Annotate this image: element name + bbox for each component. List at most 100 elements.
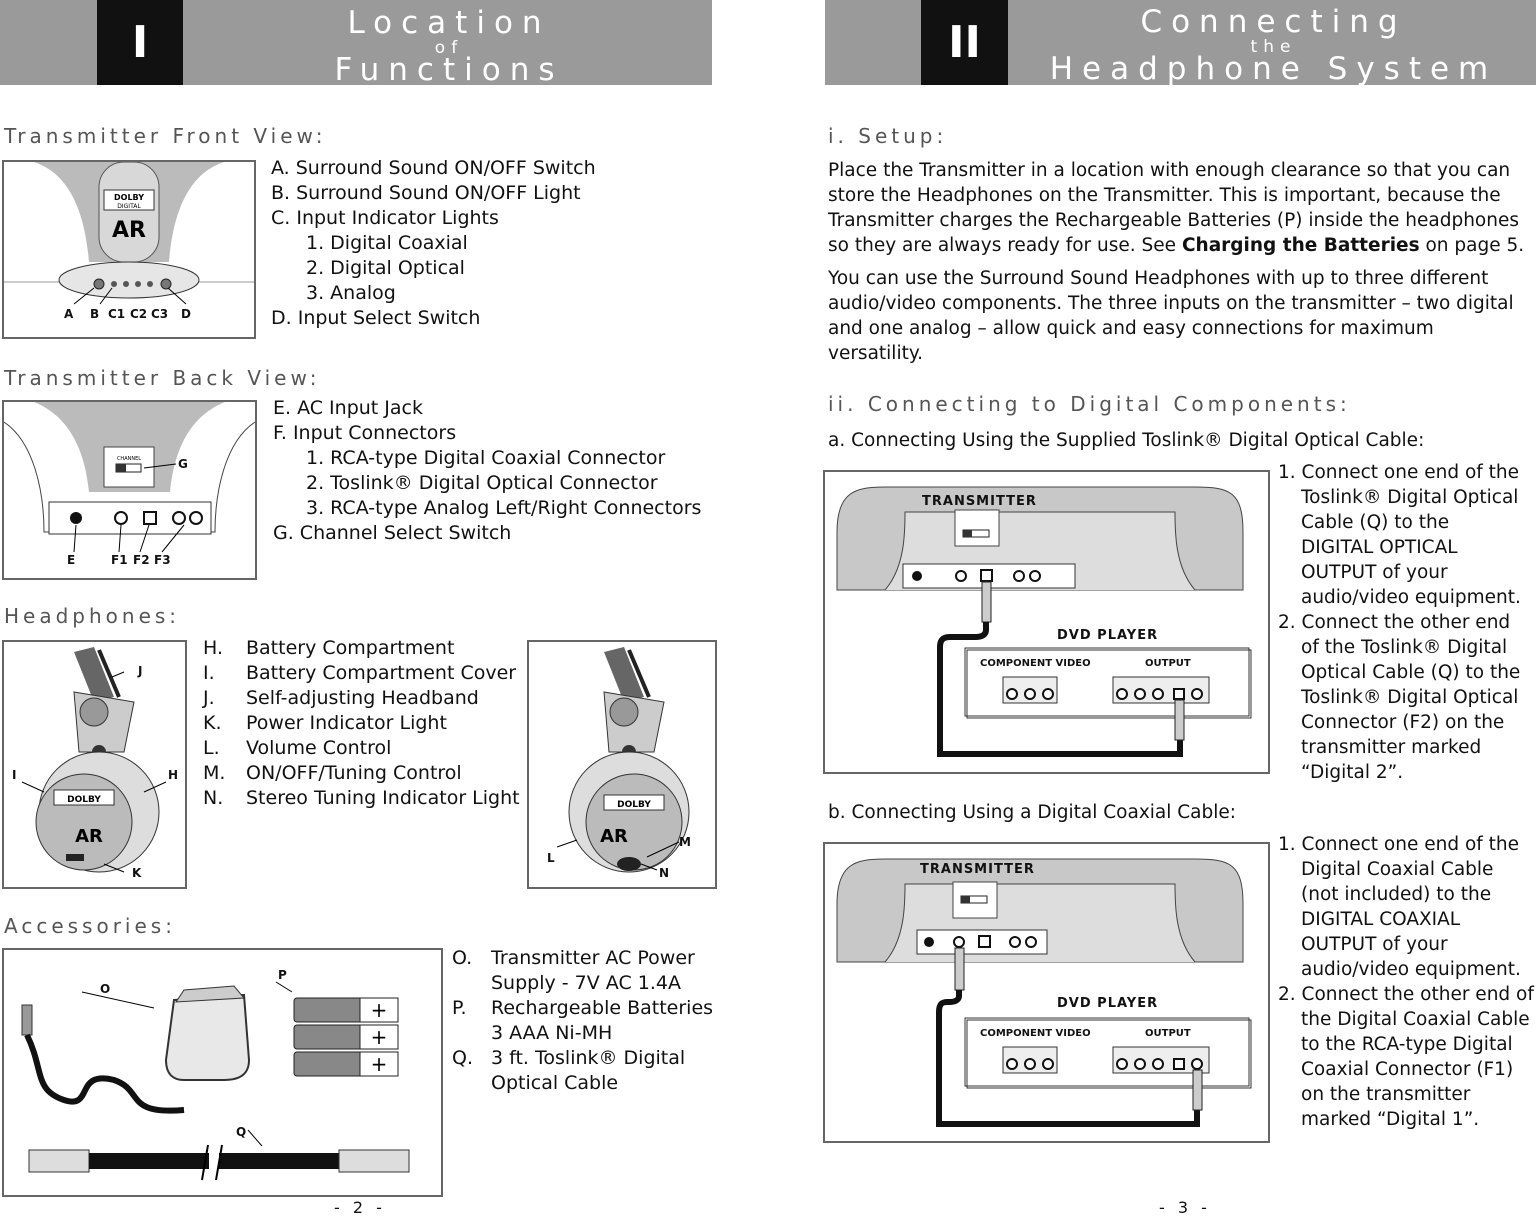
svg-text:AR: AR bbox=[600, 826, 628, 847]
left-page-title: Location of Functions bbox=[186, 8, 712, 86]
left-title-line1: Location bbox=[347, 5, 551, 41]
headphone-right-figure: DOLBY AR L M N bbox=[527, 640, 717, 889]
step-b-2-line3: to the RCA-type Digital bbox=[1301, 1034, 1513, 1055]
steps-b-list: 1. Connect one end of the Digital Coaxia… bbox=[1278, 832, 1534, 1132]
back-item-f: F. Input Connectors bbox=[273, 422, 457, 444]
step-a-2-line7: “Digital 2”. bbox=[1301, 762, 1404, 783]
back-label-f1: F1 bbox=[111, 553, 128, 567]
step-b-2-line6: marked “Digital 1”. bbox=[1301, 1109, 1480, 1130]
headphone-right-illustration: DOLBY AR bbox=[556, 647, 690, 873]
front-view-figure: DOLBY DIGITAL AR A B C1 C2 C3 D bbox=[2, 160, 256, 339]
accessories-heading: Accessories: bbox=[4, 914, 176, 938]
hp-text-i: Battery Compartment Cover bbox=[246, 662, 517, 684]
hp-label-j: J bbox=[138, 664, 143, 678]
step-a-2-line1: 2. Connect the other end bbox=[1278, 612, 1511, 633]
right-page-title: Connecting the Headphone System bbox=[1011, 7, 1536, 85]
optical-connection-diagram: TRANSMITTER DVD PLAYER COMPONENT VIDEO O… bbox=[823, 470, 1270, 774]
back-item-e: E. AC Input Jack bbox=[273, 397, 423, 419]
hp-letter-m: M. bbox=[203, 762, 226, 784]
setup-paragraph-2: You can use the Surround Sound Headphone… bbox=[828, 268, 1514, 364]
back-label-e: E bbox=[67, 553, 76, 567]
step-b-1-line3: (not included) to the bbox=[1301, 884, 1492, 905]
back-view-figure: CHANNEL E F1 F2 F3 G bbox=[2, 400, 257, 580]
front-item-c1: 1. Digital Coaxial bbox=[306, 232, 468, 254]
back-label-f2: F2 bbox=[133, 553, 150, 567]
svg-text:DOLBY: DOLBY bbox=[617, 800, 651, 810]
step-a-1-line1: 1. Connect one end of the bbox=[1278, 462, 1520, 483]
step-b-1-line4: DIGITAL COAXIAL bbox=[1301, 909, 1461, 930]
spacer bbox=[452, 1071, 491, 1096]
optical-diagram-illustration bbox=[836, 486, 1252, 757]
back-view-heading: Transmitter Back View: bbox=[4, 366, 321, 390]
right-title-line3: Headphone System bbox=[1049, 51, 1498, 87]
right-title-line2: the bbox=[1250, 37, 1297, 57]
front-label-c3: C3 bbox=[151, 307, 169, 321]
hp-label-m: M bbox=[679, 835, 691, 849]
step-a-1-line2: Toslink® Digital Optical bbox=[1301, 487, 1519, 508]
steps-a-list: 1. Connect one end of the Toslink® Digit… bbox=[1278, 460, 1521, 785]
hp-letter-l: L. bbox=[203, 737, 220, 759]
front-label-c1: C1 bbox=[108, 307, 126, 321]
optical-diagram-transmitter-label: TRANSMITTER bbox=[922, 494, 1037, 509]
hp-letter-k: K. bbox=[203, 712, 222, 734]
svg-text:AR: AR bbox=[112, 218, 146, 243]
setup-heading: i. Setup: bbox=[828, 124, 948, 148]
left-section-number: I bbox=[97, 0, 183, 85]
front-item-c: C. Input Indicator Lights bbox=[271, 207, 499, 229]
right-title-line1: Connecting bbox=[1140, 4, 1407, 40]
hp-letter-n: N. bbox=[203, 787, 224, 809]
step-b-1-line2: Digital Coaxial Cable bbox=[1301, 859, 1494, 880]
accessories-grid: O.Transmitter AC Power Supply - 7V AC 1.… bbox=[452, 946, 713, 1096]
front-item-a: A. Surround Sound ON/OFF Switch bbox=[271, 157, 596, 179]
acc-label-q: Q bbox=[236, 1125, 247, 1139]
svg-text:+: + bbox=[371, 998, 388, 1022]
step-b-2-line4: Coaxial Connector (F1) bbox=[1301, 1059, 1514, 1080]
headphones-list: H.Battery Compartment I.Battery Compartm… bbox=[203, 636, 520, 811]
acc-text-o1: Transmitter AC Power bbox=[491, 947, 695, 969]
acc-label-p: P bbox=[278, 968, 287, 982]
step-a-1-line3: Cable (Q) to the bbox=[1301, 512, 1450, 533]
setup-p1-text: Place the Transmitter in a location with… bbox=[828, 160, 1519, 256]
step-a-2-line2: of the Toslink® Digital bbox=[1301, 637, 1508, 658]
coax-diagram-player-label: DVD PLAYER bbox=[1057, 996, 1159, 1011]
hp-label-k: K bbox=[132, 866, 142, 880]
spacer bbox=[452, 1021, 491, 1046]
back-item-g: G. Channel Select Switch bbox=[273, 522, 512, 544]
headphone-left-illustration: DOLBY AR bbox=[21, 647, 167, 873]
setup-p1-bold: Charging the Batteries bbox=[1181, 235, 1420, 256]
acc-text-q1: 3 ft. Toslink® Digital bbox=[491, 1047, 686, 1069]
headphones-grid: H.Battery Compartment I.Battery Compartm… bbox=[203, 636, 520, 811]
step-a-1-line5: OUTPUT of your bbox=[1301, 562, 1448, 583]
acc-letter-p: P. bbox=[452, 997, 467, 1019]
hp-letter-h: H. bbox=[203, 637, 223, 659]
coax-diagram-transmitter-label: TRANSMITTER bbox=[920, 862, 1035, 877]
svg-text:DOLBY: DOLBY bbox=[67, 795, 101, 805]
back-view-list: E. AC Input Jack F. Input Connectors 1. … bbox=[273, 396, 701, 546]
headphones-heading: Headphones: bbox=[4, 604, 181, 628]
coaxial-connection-diagram: TRANSMITTER DVD PLAYER COMPONENT VIDEO O… bbox=[823, 842, 1270, 1143]
acc-label-o: O bbox=[100, 982, 111, 996]
step-a-2-line4: Toslink® Digital Optical bbox=[1301, 687, 1519, 708]
step-b-2-line5: on the transmitter bbox=[1301, 1084, 1471, 1105]
front-view-heading: Transmitter Front View: bbox=[4, 124, 327, 148]
step-a-2-line6: transmitter marked bbox=[1301, 737, 1482, 758]
hp-text-j: Self-adjusting Headband bbox=[246, 687, 479, 709]
accessories-list: O.Transmitter AC Power Supply - 7V AC 1.… bbox=[452, 946, 713, 1096]
front-view-list: A. Surround Sound ON/OFF Switch B. Surro… bbox=[271, 156, 596, 331]
back-item-f1: 1. RCA-type Digital Coaxial Connector bbox=[306, 447, 666, 469]
sub-heading-a: a. Connecting Using the Supplied Toslink… bbox=[828, 430, 1425, 451]
back-item-f2: 2. Toslink® Digital Optical Connector bbox=[306, 472, 658, 494]
front-label-b: B bbox=[90, 307, 100, 321]
sub-heading-b: b. Connecting Using a Digital Coaxial Ca… bbox=[828, 802, 1237, 823]
hp-text-k: Power Indicator Light bbox=[246, 712, 447, 734]
transmitter-front-illustration: DOLBY DIGITAL AR bbox=[4, 161, 254, 305]
step-a-2-line5: Connector (F2) on the bbox=[1301, 712, 1505, 733]
step-a-1-line4: DIGITAL OPTICAL bbox=[1301, 537, 1458, 558]
step-a-1-line6: audio/video equipment. bbox=[1301, 587, 1521, 608]
left-title-line3: Functions bbox=[334, 52, 564, 88]
svg-text:+: + bbox=[371, 1025, 388, 1049]
left-title-line2: of bbox=[434, 38, 464, 58]
acc-text-o2: Supply - 7V AC 1.4A bbox=[491, 972, 681, 994]
left-page-number: - 2 - bbox=[334, 1198, 386, 1217]
svg-text:AR: AR bbox=[75, 826, 103, 847]
